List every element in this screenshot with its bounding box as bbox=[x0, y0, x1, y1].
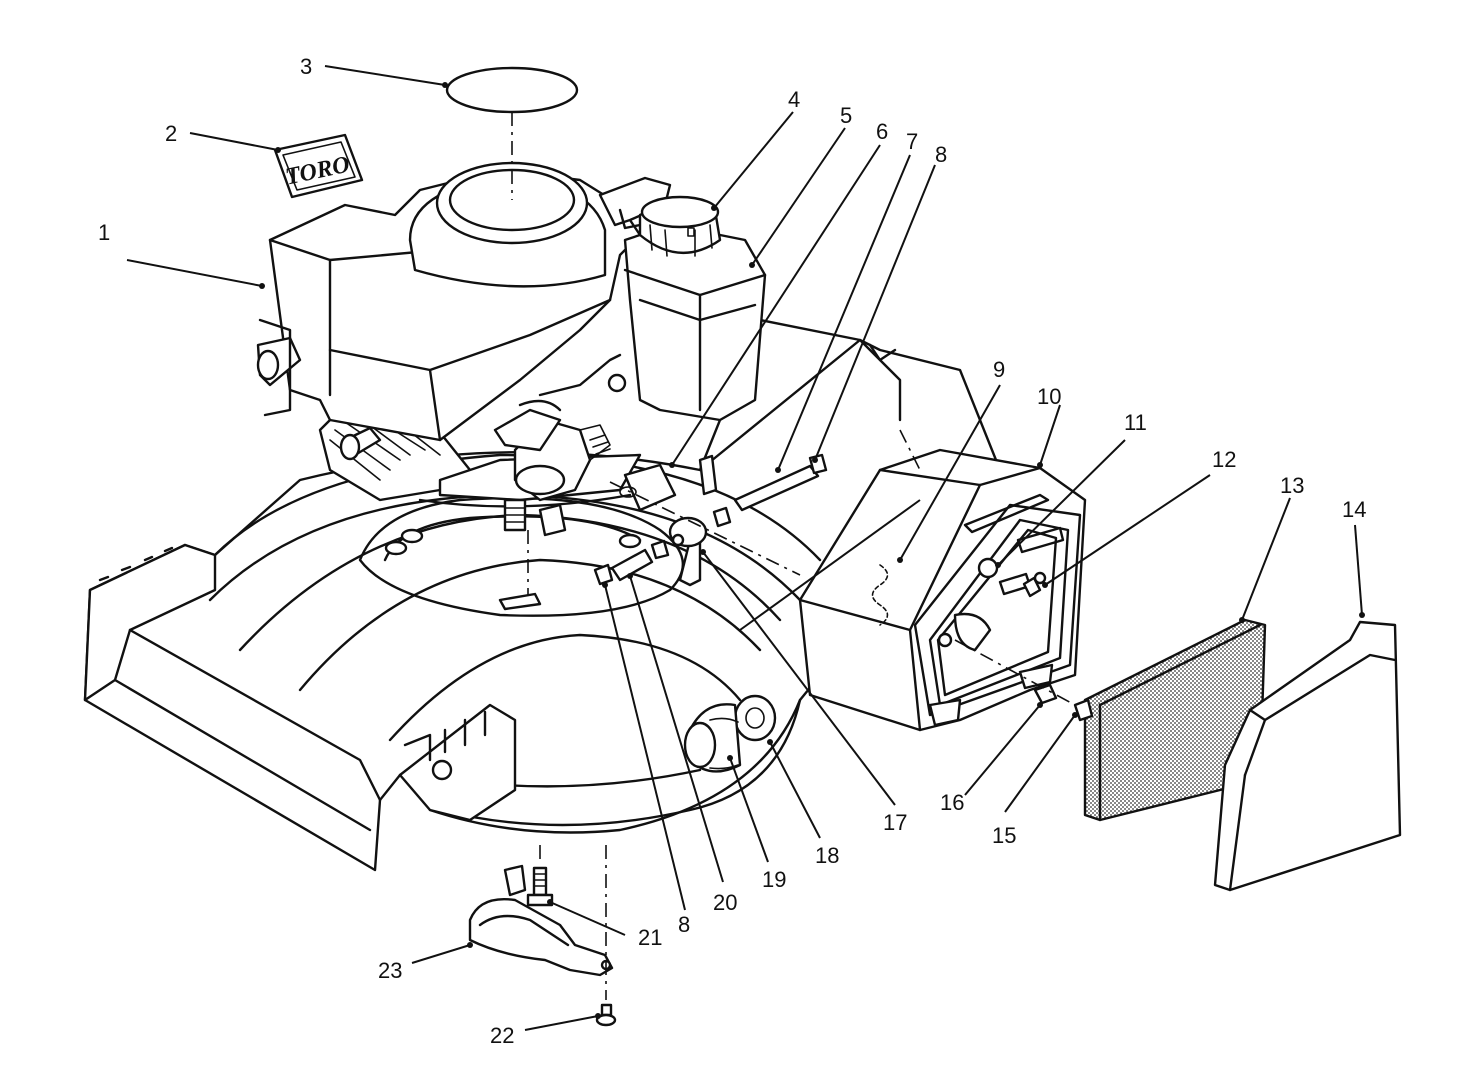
callout-15: 15 bbox=[992, 823, 1016, 848]
top-decal-disc bbox=[445, 66, 579, 114]
screw-22 bbox=[595, 1003, 617, 1027]
callout-22: 22 bbox=[490, 1023, 514, 1048]
washer-18 bbox=[733, 694, 777, 742]
clamp-8-mid bbox=[712, 506, 732, 528]
callout-6: 6 bbox=[876, 119, 888, 144]
callout-16: 16 bbox=[940, 790, 964, 815]
callout-7: 7 bbox=[906, 129, 918, 154]
callout-5: 5 bbox=[840, 103, 852, 128]
clamp-8-upper bbox=[808, 453, 828, 475]
nut-12 bbox=[1022, 576, 1042, 598]
callout-8-bottom: 8 bbox=[678, 912, 690, 937]
nut-15 bbox=[1073, 698, 1094, 722]
tube-7 bbox=[733, 464, 820, 512]
callout-10: 10 bbox=[1037, 384, 1061, 409]
callout-4: 4 bbox=[788, 87, 800, 112]
hose-20 bbox=[610, 548, 654, 582]
gasket-6 bbox=[623, 463, 677, 512]
callout-8-top: 8 bbox=[935, 142, 947, 167]
callout-9: 9 bbox=[993, 357, 1005, 382]
gasket-outline bbox=[871, 564, 889, 626]
callout-11: 11 bbox=[1124, 410, 1147, 435]
air-cleaner-body bbox=[798, 448, 1087, 732]
engine bbox=[256, 161, 767, 537]
callout-1: 1 bbox=[98, 220, 110, 245]
filter-cover bbox=[1213, 620, 1402, 892]
clamp-8-b bbox=[650, 539, 670, 560]
leader-lines bbox=[126, 65, 1365, 1031]
toro-decal: TORO bbox=[273, 133, 364, 199]
callout-20: 20 bbox=[713, 890, 737, 915]
callout-12: 12 bbox=[1212, 447, 1236, 472]
bolt-21 bbox=[526, 866, 554, 907]
callout-17: 17 bbox=[883, 810, 907, 835]
callout-23: 23 bbox=[378, 958, 402, 983]
callout-19: 19 bbox=[762, 867, 786, 892]
guard-23 bbox=[468, 864, 614, 977]
pulley-19 bbox=[683, 703, 742, 773]
callout-14: 14 bbox=[1342, 497, 1366, 522]
callout-3: 3 bbox=[300, 54, 312, 79]
spacer-16 bbox=[1033, 683, 1058, 705]
clamp-8-lower bbox=[593, 563, 614, 586]
callout-18: 18 bbox=[815, 843, 839, 868]
callout-labels: 1 2 3 4 5 6 7 8 9 10 11 12 13 14 15 16 1… bbox=[98, 54, 1366, 1048]
callout-13: 13 bbox=[1280, 473, 1304, 498]
callout-21: 21 bbox=[638, 925, 662, 950]
callout-2: 2 bbox=[165, 121, 177, 146]
